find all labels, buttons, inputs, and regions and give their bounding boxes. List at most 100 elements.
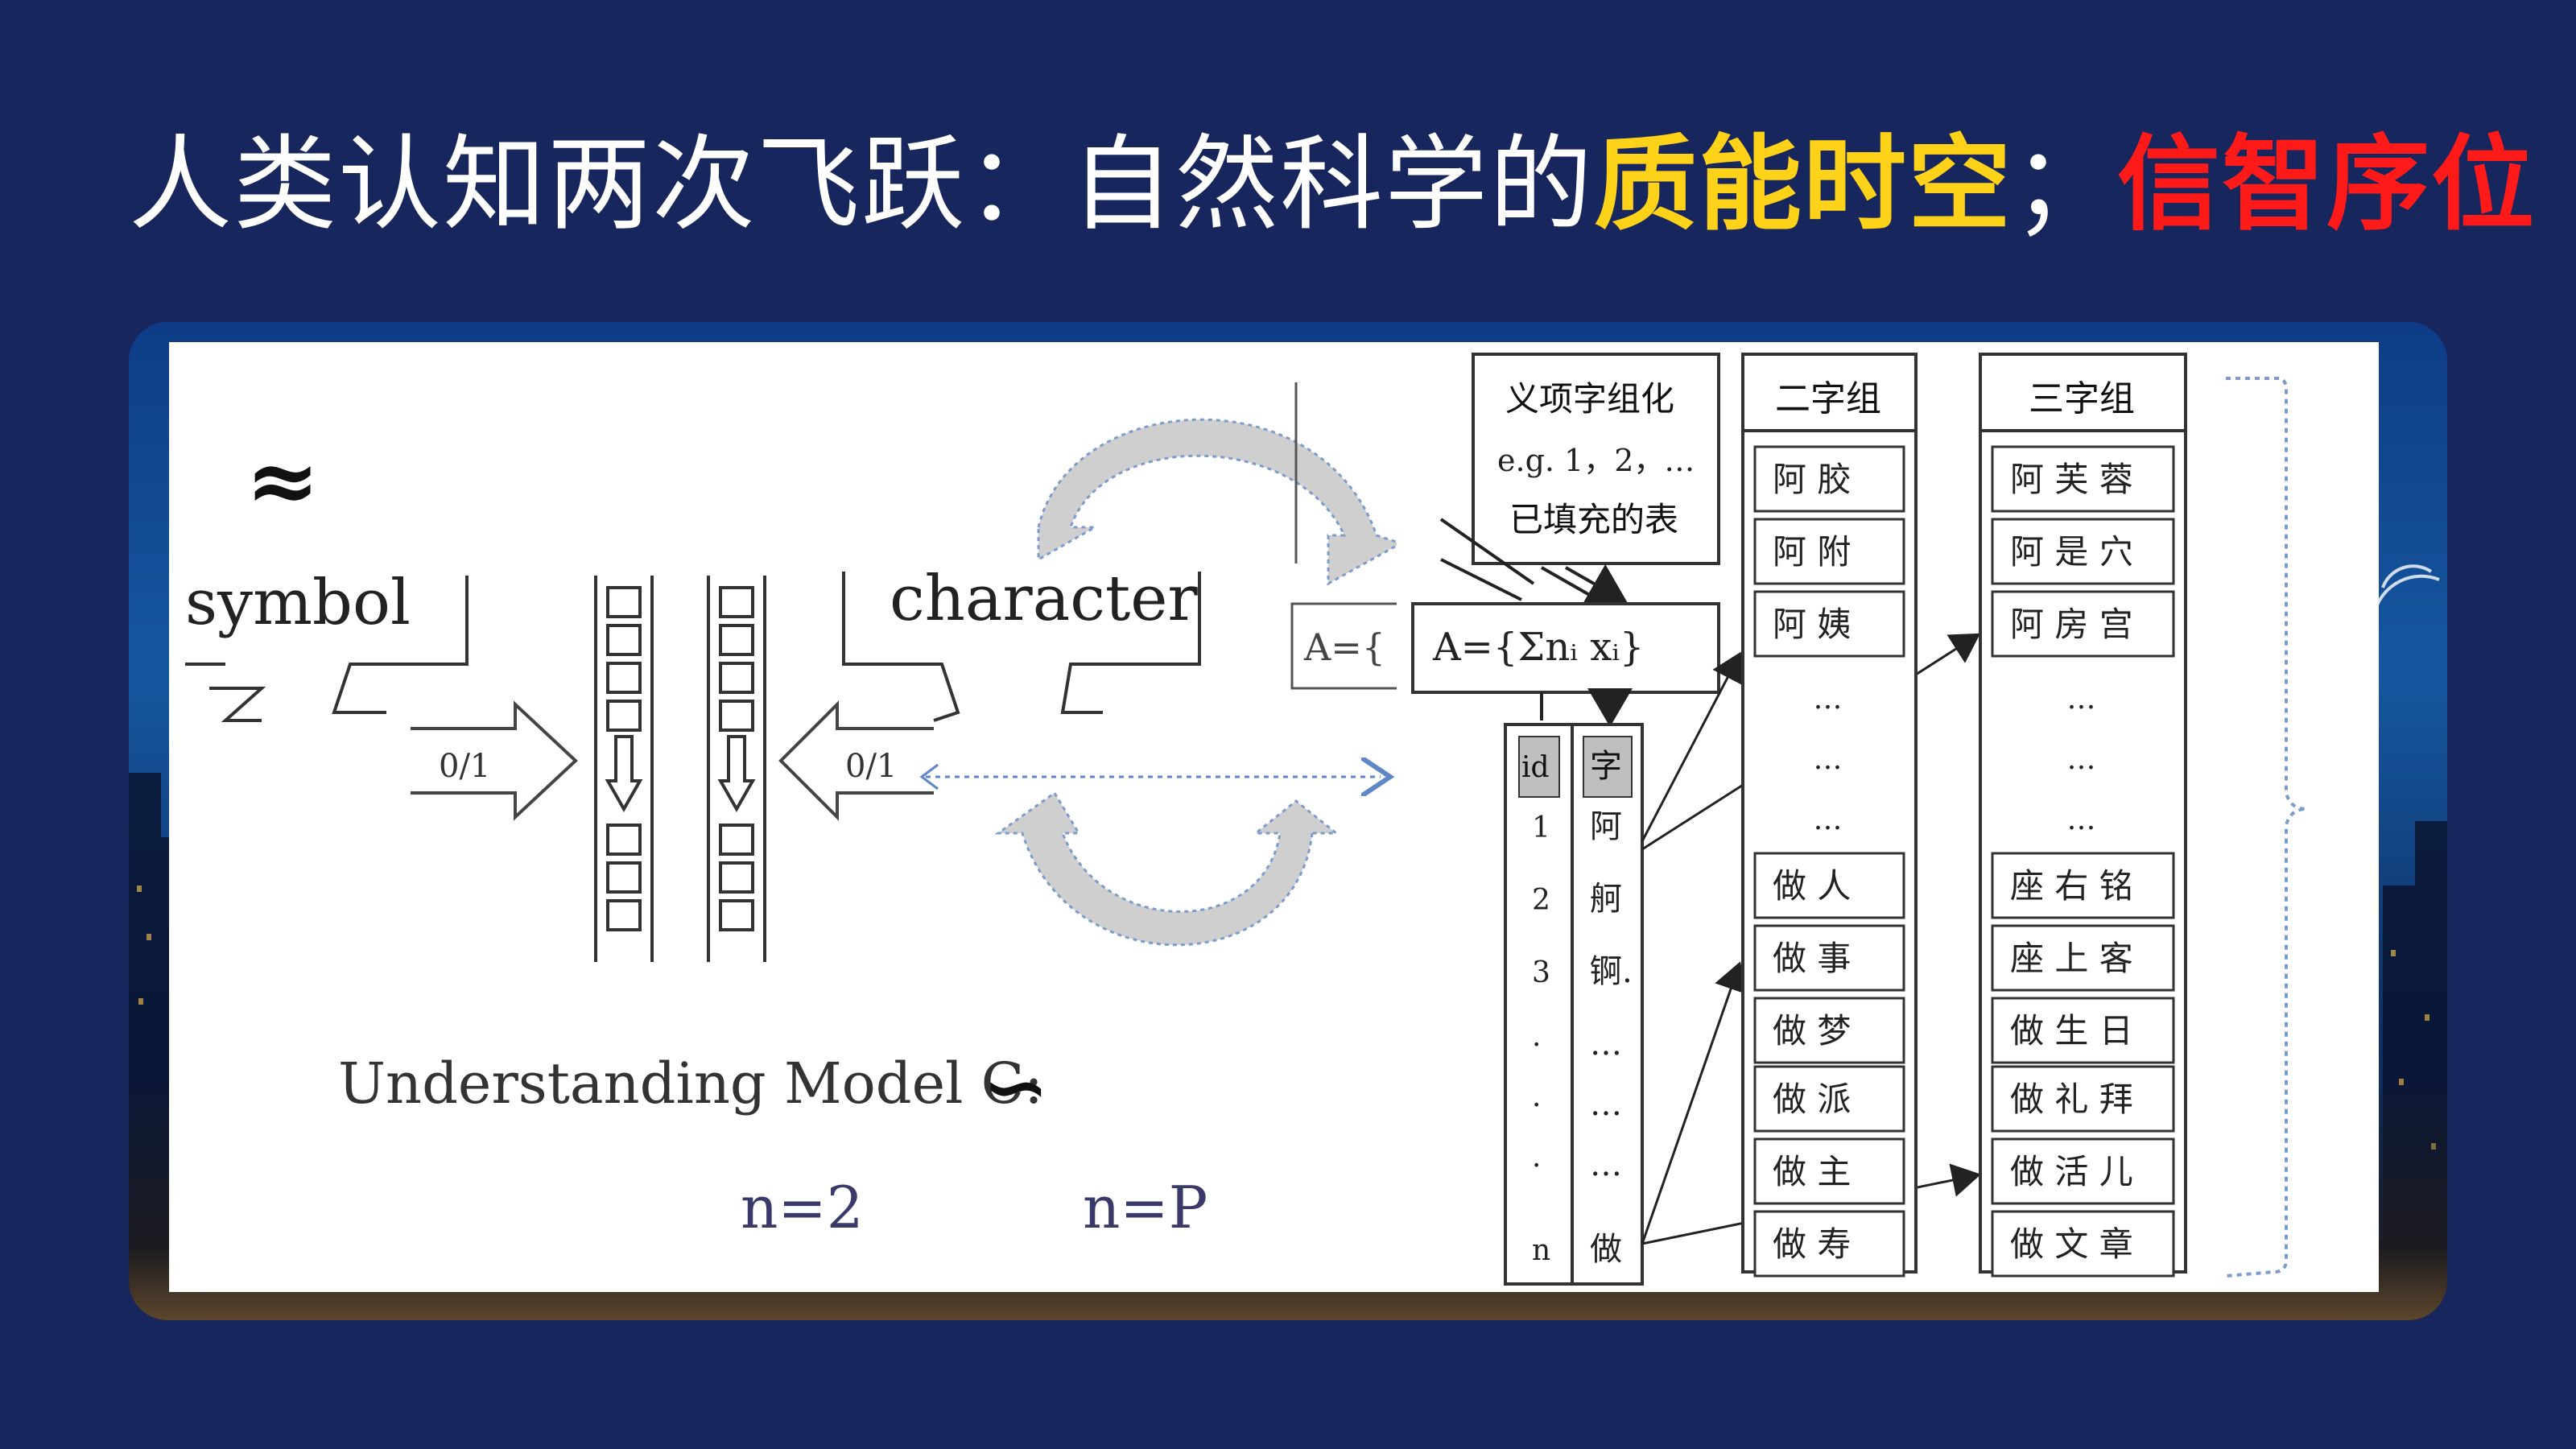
model-tilde-symbol: ∽ — [982, 1039, 1050, 1134]
symbol-label: symbol — [185, 567, 411, 639]
formula-text: A={Σnᵢ xᵢ} — [1432, 625, 1644, 670]
info-box-arrows — [1439, 518, 1622, 600]
info-box-line3: 已填充的表 — [1509, 500, 1678, 539]
memory-ladder-right — [707, 576, 766, 962]
np-label: n=P — [1083, 1174, 1208, 1241]
understanding-model-label: Understanding Model C: — [338, 1051, 1043, 1117]
three_char-bottom-text: 做 文 章 — [2010, 1224, 2133, 1264]
char-cell: 舸 — [1590, 881, 1622, 918]
two_char-dots: … — [1814, 743, 1843, 776]
three_char-top-text: 阿 是 穴 — [2010, 532, 2133, 572]
id-cell: 3 — [1532, 956, 1550, 989]
two_char-bottom-text: 做 梦 — [1773, 1011, 1851, 1051]
three_char-top-cell — [1991, 445, 2175, 513]
curved-arrow-top — [1037, 418, 1397, 586]
three_char-bottom-cell — [1991, 852, 2175, 919]
three_char-bottom-cell — [1991, 924, 2175, 992]
two_char-dots: … — [1814, 683, 1843, 716]
id-cell: · — [1532, 1150, 1541, 1183]
approx-symbol: ≈ — [246, 428, 320, 532]
formula-down-arrows — [1540, 692, 1610, 720]
two_char-bottom-cell — [1753, 852, 1905, 919]
two_char-dots: … — [1814, 803, 1843, 836]
char-cell: … — [1590, 1026, 1622, 1063]
three_char-top-text: 阿 房 宫 — [2010, 605, 2133, 644]
id-header: id — [1521, 751, 1550, 784]
two_char-bottom-text: 做 寿 — [1773, 1224, 1851, 1264]
three-char-group-header: 三字组 — [2029, 378, 2135, 419]
two-char-group-header: 二字组 — [1775, 378, 1881, 419]
formula-cut-text: A={ — [1303, 625, 1385, 669]
three-char-group-cells: 阿 芙 蓉阿 是 穴阿 房 宫………座 右 铭座 上 客做 生 日做 礼 拜做 … — [1991, 445, 2175, 1278]
two_char-bottom-cell — [1753, 924, 1905, 992]
char-cell: … — [1590, 1086, 1622, 1123]
character-label: character — [890, 563, 1198, 635]
three_char-bottom-cell — [1991, 1137, 2175, 1205]
info-box — [1472, 353, 1720, 565]
two_char-bottom-text: 做 主 — [1773, 1152, 1851, 1191]
formula-box — [1411, 602, 1720, 694]
char-column: 阿舸锕. … … … 做 — [1590, 808, 1633, 1268]
info-box-line1: 义项字组化 — [1505, 379, 1674, 419]
three_char-top-cell — [1991, 518, 2175, 585]
id-cell: 1 — [1532, 811, 1550, 844]
binary-arrow-left-shape — [411, 700, 578, 821]
two_char-top-text: 阿 胶 — [1773, 460, 1851, 499]
two_char-bottom-cell — [1753, 1137, 1905, 1205]
id-cell: n — [1532, 1234, 1550, 1267]
title-highlight-information: 信智序位 — [2117, 125, 2537, 245]
id-header-bg — [1518, 736, 1560, 798]
three_char-top-text: 阿 芙 蓉 — [2010, 460, 2133, 499]
char-header: 字 — [1590, 748, 1622, 785]
char-cell: … — [1590, 1146, 1622, 1183]
title-part1: 人类认知两次飞跃：自然科学的 — [129, 125, 1595, 245]
title-separator: ； — [2013, 125, 2118, 245]
two_char-bottom-text: 做 派 — [1773, 1080, 1851, 1119]
arrow-to-two-char-top — [1641, 651, 1743, 842]
arrow-to-two-char-bottom — [1641, 961, 1747, 1245]
character-group-table-diagram: 义项字组化 e.g. 1，2，… 已填充的表 A={Σnᵢ xᵢ} id 字 1… — [1411, 353, 2307, 1286]
three_char-dots: … — [2067, 743, 2096, 776]
two-char-group-cells: 阿 胶阿 附阿 姨 … … … 做 人做 事做 梦做 派做 主做 寿 — [1753, 445, 1905, 1278]
three_char-bottom-text: 做 活 儿 — [2010, 1152, 2133, 1191]
info-box-line2: e.g. 1，2，… — [1497, 443, 1695, 478]
binary-arrow-right-shape — [778, 700, 934, 821]
two_char-bottom-cell — [1753, 1210, 1905, 1278]
two_char-top-cell — [1753, 590, 1905, 658]
formula-box-cut — [1290, 602, 1397, 690]
id-cell: · — [1532, 1029, 1541, 1062]
slide-title: 人类认知两次飞跃：自然科学的质能时空；信智序位 — [129, 121, 2536, 250]
three_char-bottom-text: 做 生 日 — [2010, 1011, 2133, 1051]
char-cell: 做 — [1590, 1231, 1622, 1268]
id-cell: 2 — [1532, 884, 1550, 917]
three_char-top-cell — [1991, 590, 2175, 658]
id-cell: · — [1532, 1089, 1541, 1122]
character-bracket — [842, 572, 1201, 722]
two_char-top-text: 阿 姨 — [1773, 605, 1851, 644]
three_char-bottom-cell — [1991, 997, 2175, 1064]
understanding-model-diagram: ≈ symbol character 0/1 0/1 — [185, 382, 1397, 1241]
two_char-top-cell — [1753, 445, 1905, 513]
dotted-brace — [2225, 377, 2307, 1278]
char-cell: 锕. — [1590, 953, 1633, 990]
three_char-bottom-cell — [1991, 1065, 2175, 1133]
char-header-bg — [1583, 736, 1633, 798]
three_char-dots: … — [2067, 683, 2096, 716]
two_char-bottom-cell — [1753, 1065, 1905, 1133]
three_char-bottom-cell — [1991, 1210, 2175, 1278]
memory-ladder-left — [594, 576, 654, 962]
symbol-bracket — [185, 576, 469, 722]
two_char-bottom-text: 做 事 — [1773, 939, 1851, 978]
three_char-bottom-text: 做 礼 拜 — [2010, 1080, 2133, 1119]
three_char-bottom-text: 座 右 铭 — [2010, 866, 2133, 906]
binary-label-right: 0/1 — [845, 748, 897, 785]
dotted-arrowhead-left — [919, 763, 939, 791]
two_char-top-text: 阿 附 — [1773, 532, 1851, 572]
binary-label-left: 0/1 — [439, 748, 490, 785]
two_char-bottom-cell — [1753, 997, 1905, 1064]
id-column: 1 2 3 · · · n — [1532, 811, 1550, 1267]
three_char-dots: … — [2067, 803, 2096, 836]
two_char-bottom-text: 做 人 — [1773, 866, 1851, 906]
title-highlight-mass-energy: 质能时空 — [1594, 125, 2013, 245]
char-cell: 阿 — [1590, 808, 1622, 845]
